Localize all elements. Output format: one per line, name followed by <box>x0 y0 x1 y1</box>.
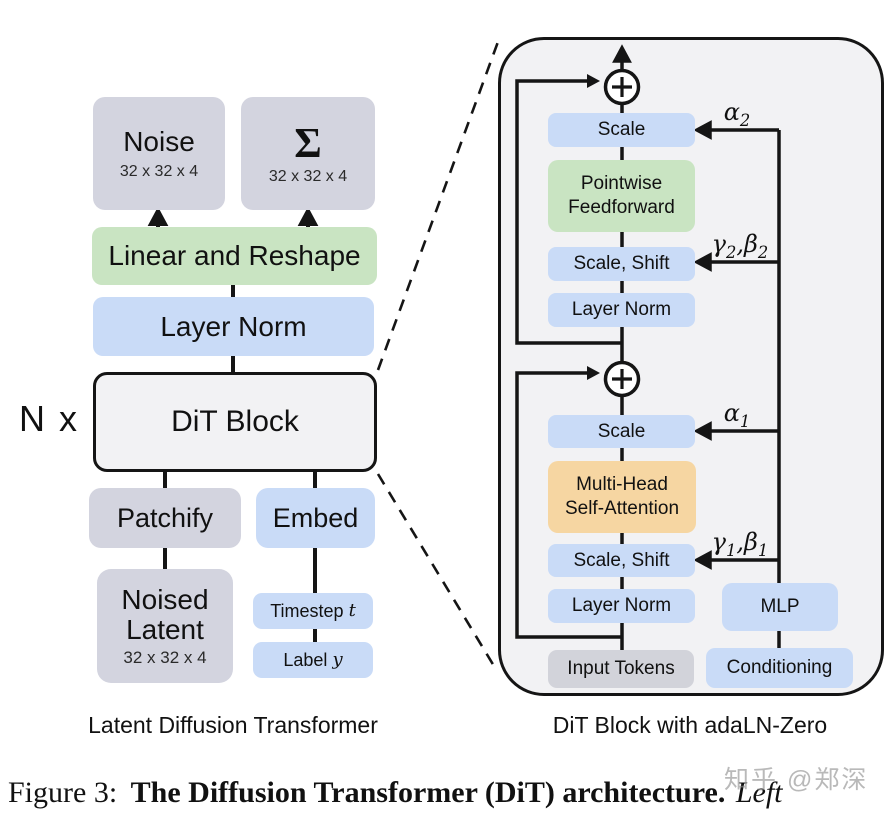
alpha-1-base: α <box>723 399 740 427</box>
sigma-box: Σ 32 x 32 x 4 <box>241 97 375 210</box>
beta-2-base: ,β <box>736 230 758 258</box>
mlp-box: MLP <box>722 583 838 631</box>
gamma-2-base: γ <box>711 230 727 258</box>
label-y-box: Label y <box>253 642 373 678</box>
scale-shift-bottom-box: Scale, Shift <box>548 544 695 577</box>
gamma-2-sub: 2 <box>726 242 737 262</box>
multi-head-self-attention-box: Multi-Head Self-Attention <box>548 461 696 533</box>
noise-dims: 32 x 32 x 4 <box>119 162 199 180</box>
skip-connection-bottom <box>515 371 622 639</box>
arrowhead-gammabeta1 <box>693 550 712 570</box>
watermark: 知乎 @郑深 <box>724 766 869 794</box>
input-tokens-box: Input Tokens <box>548 650 694 688</box>
layer-norm-top-label: Layer Norm <box>571 299 672 321</box>
label-y-label: Label <box>283 649 328 670</box>
gamma-beta-2-label: γ2,β2 <box>700 230 780 262</box>
noised-latent-box: Noised Latent 32 x 32 x 4 <box>97 569 233 683</box>
layer-norm-bottom-box: Layer Norm <box>548 589 695 623</box>
arrowhead-skip-bottom <box>587 366 600 380</box>
layer-norm-left-box: Layer Norm <box>93 297 374 356</box>
embed-box: Embed <box>256 488 375 548</box>
conditioning-box: Conditioning <box>706 648 853 688</box>
mhsa-line2: Self-Attention <box>564 498 680 519</box>
alpha-1-label: α1 <box>712 399 762 431</box>
scale-top-box: Scale <box>548 113 695 147</box>
arrowhead-output <box>612 44 632 63</box>
dashed-connector-top <box>376 38 501 371</box>
residual-add-bottom <box>603 360 641 398</box>
patchify-box: Patchify <box>89 488 241 548</box>
dit-block-label: DiT Block <box>171 405 299 439</box>
dashed-connector-bottom <box>376 473 499 672</box>
dit-block-box <box>93 372 377 472</box>
linear-reshape-box: Linear and Reshape <box>92 227 377 285</box>
scale-top-label: Scale <box>597 119 646 141</box>
beta-1-base: ,β <box>736 528 758 556</box>
arrowhead-skip-top <box>587 74 600 88</box>
beta-2-sub: 2 <box>757 242 769 262</box>
sigma-dims: 32 x 32 x 4 <box>268 168 348 186</box>
gamma-beta-1-label: γ1,β1 <box>700 528 780 560</box>
gamma-1-base: γ <box>711 528 727 556</box>
gamma-1-sub: 1 <box>726 540 737 560</box>
layer-norm-top-box: Layer Norm <box>548 293 695 327</box>
timestep-label: Timestep <box>270 600 344 621</box>
scale-shift-bottom-label: Scale, Shift <box>573 549 670 571</box>
dit-block-label-wrap: DiT Block <box>93 372 377 472</box>
embed-label: Embed <box>272 502 359 533</box>
pointwise-ff-line2: Feedforward <box>568 197 675 218</box>
figure-caption-bold: The Diffusion Transformer (DiT) architec… <box>130 776 726 809</box>
layer-norm-bottom-label: Layer Norm <box>571 595 672 617</box>
label-y-var: y <box>332 648 343 670</box>
right-diagram-caption: DiT Block with adaLN-Zero <box>552 712 828 738</box>
arrowhead-sigma <box>297 206 319 226</box>
figure-caption-italic: Left <box>735 776 783 809</box>
arrowhead-gammabeta2 <box>693 252 712 272</box>
mhsa-line1: Multi-Head <box>576 474 668 496</box>
mlp-label: MLP <box>760 596 800 618</box>
pointwise-feedforward-box: Pointwise Feedforward <box>548 160 695 232</box>
timestep-box: Timestep t <box>253 593 373 629</box>
noise-box: Noise 32 x 32 x 4 <box>93 97 225 210</box>
pointwise-ff-line1: Pointwise <box>580 173 663 195</box>
alpha-1-sub: 1 <box>739 411 751 431</box>
arrowhead-alpha1 <box>693 421 712 441</box>
conditioning-label: Conditioning <box>726 657 833 679</box>
left-diagram-caption: Latent Diffusion Transformer <box>88 712 378 738</box>
noised-latent-line2: Latent <box>126 614 204 646</box>
noised-latent-line1: Noised <box>121 584 209 616</box>
scale-bottom-label: Scale <box>597 420 646 442</box>
layer-norm-left-label: Layer Norm <box>160 310 307 342</box>
timestep-var: t <box>348 599 356 621</box>
residual-add-top <box>603 68 641 106</box>
scale-bottom-box: Scale <box>548 415 695 448</box>
scale-shift-top-label: Scale, Shift <box>573 253 670 275</box>
scale-shift-top-box: Scale, Shift <box>548 247 695 281</box>
beta-1-sub: 1 <box>757 540 769 560</box>
arrowhead-noise <box>147 206 169 226</box>
figure-caption: Figure 3: The Diffusion Transformer (DiT)… <box>8 776 896 818</box>
alpha-2-label: α2 <box>712 98 762 130</box>
sigma-label: Σ <box>294 121 322 168</box>
linear-reshape-label: Linear and Reshape <box>108 240 361 272</box>
alpha-2-base: α <box>723 98 740 126</box>
alpha-2-sub: 2 <box>739 110 751 130</box>
noise-label: Noise <box>123 126 195 158</box>
noised-latent-dims: 32 x 32 x 4 <box>123 647 207 667</box>
arrowhead-alpha2 <box>693 120 712 140</box>
patchify-label: Patchify <box>116 502 214 533</box>
n-times-label: N x <box>19 398 79 439</box>
skip-connection-top <box>515 79 622 345</box>
input-tokens-label: Input Tokens <box>567 658 675 680</box>
figure-caption-prefix: Figure 3: <box>8 776 118 809</box>
